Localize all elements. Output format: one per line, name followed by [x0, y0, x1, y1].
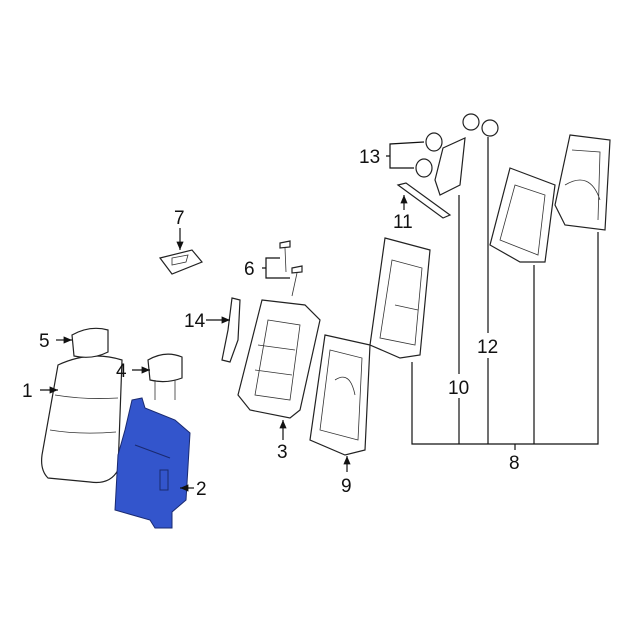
part-1-seatback-cover[interactable] — [41, 355, 123, 484]
callout-1: 1 — [22, 381, 33, 402]
callout-2: 2 — [196, 479, 207, 500]
part-3-frame[interactable] — [237, 299, 321, 419]
part-5-headrest[interactable] — [71, 327, 109, 358]
callout-4: 4 — [116, 361, 127, 382]
callout-8: 8 — [509, 453, 520, 474]
callout-5: 5 — [39, 331, 50, 352]
part-14-bracket[interactable] — [221, 297, 241, 363]
callout-12: 12 — [477, 337, 498, 358]
callout-9: 9 — [341, 476, 352, 497]
part-10-cover[interactable] — [434, 137, 466, 196]
part-13-caps[interactable] — [415, 132, 443, 178]
callout-3: 3 — [277, 442, 288, 463]
part-6-bolts[interactable] — [279, 240, 303, 297]
part-7-latch-cover[interactable] — [158, 249, 203, 275]
callout-7: 7 — [174, 208, 185, 229]
part-8-seat-module[interactable] — [369, 134, 611, 359]
part-4-headrest[interactable] — [147, 353, 183, 400]
callout-11: 11 — [393, 212, 413, 233]
part-9-panel[interactable] — [309, 334, 371, 456]
callout-14: 14 — [184, 311, 206, 332]
callout-6: 6 — [244, 259, 255, 280]
part-12-grommets[interactable] — [462, 113, 499, 137]
part-2-back-panel[interactable] — [114, 397, 191, 529]
leader-lines — [40, 137, 599, 492]
callout-10: 10 — [448, 378, 469, 399]
part-11-strip[interactable] — [396, 182, 452, 219]
callout-13: 13 — [359, 147, 380, 168]
